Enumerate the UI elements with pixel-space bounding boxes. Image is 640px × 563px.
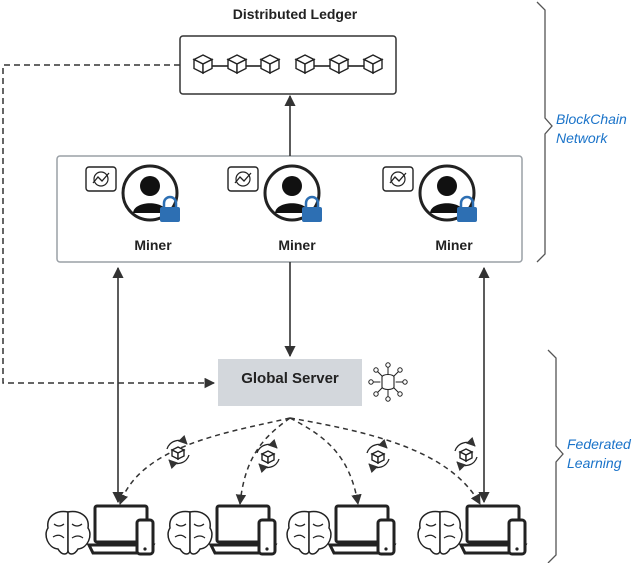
brain-icon bbox=[167, 510, 213, 555]
global-server-label: Global Server bbox=[241, 370, 339, 387]
brain-icon bbox=[286, 510, 332, 555]
client-device bbox=[45, 504, 156, 556]
client-device bbox=[286, 504, 397, 556]
model-sync-icon bbox=[454, 436, 478, 472]
server-to-client-1-arrow bbox=[118, 417, 291, 505]
blockchain-block-icon bbox=[226, 54, 248, 75]
blockchain-block-icon bbox=[294, 54, 316, 75]
cube-icon bbox=[458, 448, 474, 463]
user-lock-icon bbox=[263, 164, 322, 222]
blockchain-block-icon bbox=[259, 54, 281, 75]
federated-label-line1: Federated bbox=[567, 436, 631, 452]
client-device bbox=[417, 504, 528, 556]
phone-icon bbox=[257, 518, 277, 556]
blockchain-block-icon bbox=[192, 54, 214, 75]
model-sync-icon bbox=[366, 438, 390, 474]
federated-learning-label: Federated Learning bbox=[567, 435, 631, 473]
client-device bbox=[167, 504, 278, 556]
database-network-icon bbox=[368, 362, 408, 402]
model-sync-icon bbox=[256, 438, 280, 474]
model-sync-icon bbox=[166, 434, 190, 470]
server-to-client-4-arrow bbox=[289, 417, 481, 505]
federated-learning-bracket bbox=[547, 349, 564, 563]
miner-label-3: Miner bbox=[435, 237, 473, 253]
miner-label-2: Miner bbox=[278, 237, 316, 253]
blockchain-network-label: BlockChain Network bbox=[556, 110, 627, 148]
brain-icon bbox=[45, 510, 91, 555]
client-devices bbox=[45, 504, 528, 556]
phone-icon bbox=[507, 518, 527, 556]
sync-icons bbox=[166, 434, 478, 474]
user-lock-icon bbox=[121, 164, 180, 222]
blockchain-block-icon bbox=[328, 54, 350, 75]
server-to-client-2-arrow bbox=[235, 417, 291, 506]
cube-icon bbox=[170, 446, 186, 461]
ledger-title: Distributed Ledger bbox=[232, 6, 358, 22]
miner-label-1: Miner bbox=[134, 237, 172, 253]
brain-icon bbox=[417, 510, 463, 555]
miner-icons bbox=[85, 164, 477, 222]
phone-icon bbox=[376, 518, 396, 556]
ledger-chain bbox=[192, 54, 384, 75]
global-server-box bbox=[218, 359, 362, 406]
cube-icon bbox=[370, 450, 386, 465]
federated-label-line2: Learning bbox=[567, 455, 622, 471]
analytics-monitor-icon bbox=[382, 166, 414, 192]
cube-icon bbox=[260, 450, 276, 465]
analytics-monitor-icon bbox=[227, 166, 259, 192]
blockchain-label-line1: BlockChain bbox=[556, 111, 627, 127]
analytics-monitor-icon bbox=[85, 166, 117, 192]
phone-icon bbox=[135, 518, 155, 556]
blockchain-network-bracket bbox=[536, 1, 553, 263]
blockchain-block-icon bbox=[362, 54, 384, 75]
user-lock-icon bbox=[418, 164, 477, 222]
server-to-client-3-arrow bbox=[289, 417, 362, 506]
blockchain-label-line2: Network bbox=[556, 130, 608, 146]
ledger-server-dashed-link bbox=[2, 64, 216, 389]
